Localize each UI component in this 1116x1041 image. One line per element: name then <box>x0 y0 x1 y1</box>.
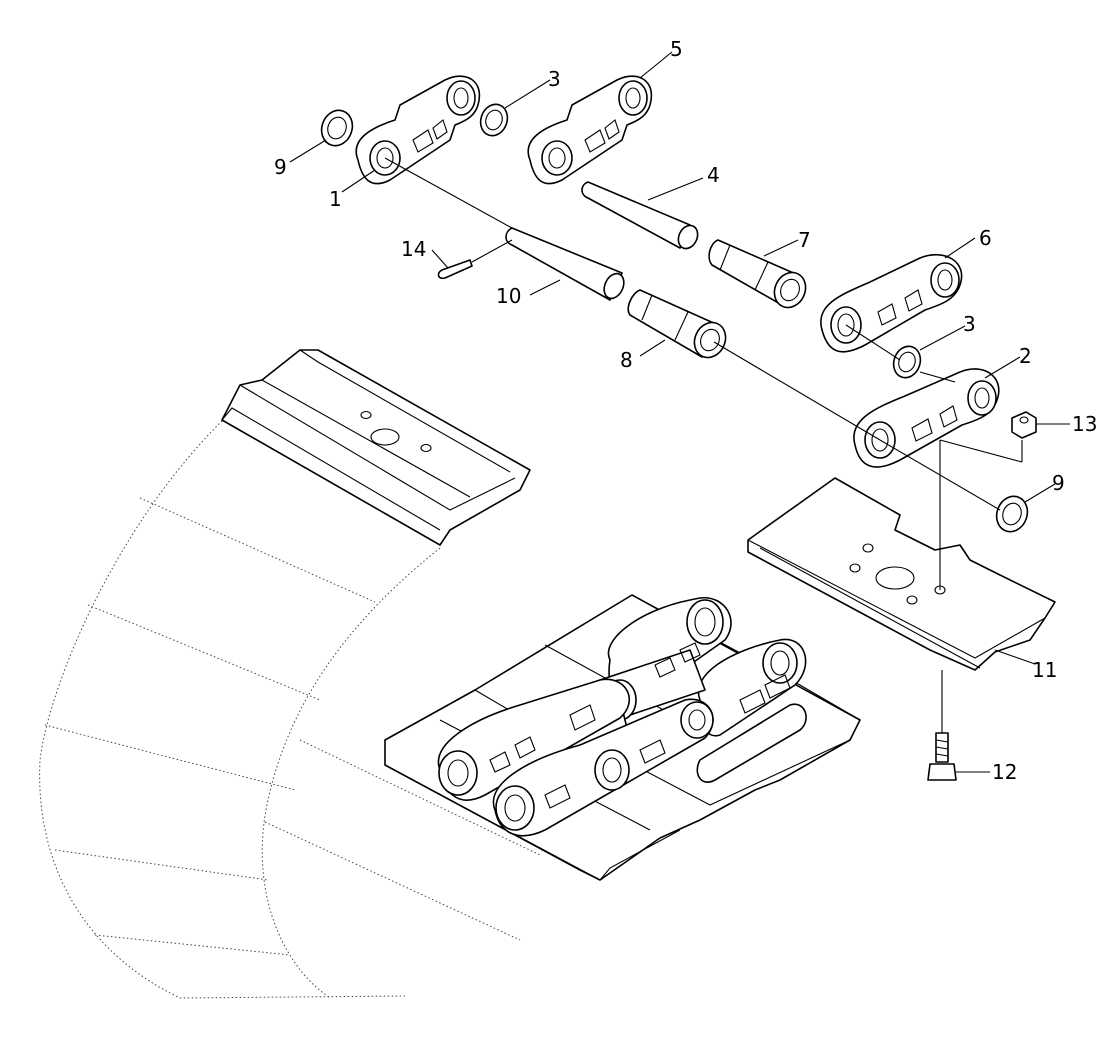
shoe-bolt-12 <box>927 732 957 781</box>
track-chain-outline <box>39 417 541 999</box>
bushing-8 <box>627 289 727 359</box>
callout-5: 5 <box>670 37 683 61</box>
track-pin-10 <box>505 227 625 301</box>
callout-12: 12 <box>992 760 1017 784</box>
callout-9-lower: 9 <box>1052 471 1065 495</box>
callout-11: 11 <box>1032 658 1057 682</box>
callout-1: 1 <box>329 187 342 211</box>
callout-leaders <box>289 51 1070 773</box>
callout-3-upper: 3 <box>548 67 561 91</box>
bushing-7 <box>708 239 807 309</box>
spring-pin-14 <box>437 259 473 280</box>
track-shoe-11 <box>747 477 1056 671</box>
callout-10: 10 <box>496 284 521 308</box>
callout-8: 8 <box>620 348 633 372</box>
seal-washer-3-upper <box>479 103 509 137</box>
shoe-nut-13 <box>1011 411 1037 439</box>
callout-2: 2 <box>1019 344 1032 368</box>
track-pin-4 <box>581 181 699 250</box>
track-link-1 <box>355 75 481 185</box>
callout-3-lower: 3 <box>963 312 976 336</box>
track-link-5 <box>527 75 653 185</box>
callout-14: 14 <box>401 237 426 261</box>
seal-washer-9-upper <box>320 109 354 147</box>
callout-9-upper: 9 <box>274 155 287 179</box>
track-chain-assembled <box>384 594 861 881</box>
callout-6: 6 <box>979 226 992 250</box>
callout-numbers: 9 1 3 5 4 7 6 3 2 13 9 11 12 14 10 8 <box>274 37 1097 784</box>
callout-4: 4 <box>707 163 720 187</box>
assembly-guide-lines <box>384 157 1023 733</box>
seal-washer-9-lower <box>995 495 1029 533</box>
seal-washer-3-lower <box>892 345 922 379</box>
track-link-2 <box>853 368 1000 468</box>
track-shoe-upper <box>221 349 531 546</box>
track-link-6 <box>820 253 963 353</box>
callout-13: 13 <box>1072 412 1097 436</box>
callout-7: 7 <box>798 228 811 252</box>
